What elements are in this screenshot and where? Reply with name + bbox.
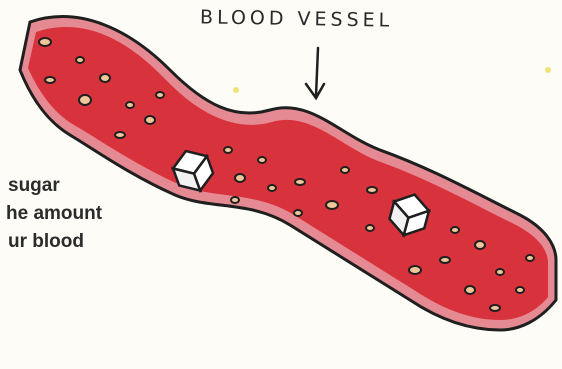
vessel-label: BLOOD VESSEL [200, 6, 394, 31]
background-dot [233, 87, 239, 93]
caption-line-2: he amount [6, 200, 170, 228]
caption-line-3: ur blood [8, 228, 170, 256]
caption: sugar he amount ur blood [0, 172, 170, 256]
caption-line-1: sugar [8, 172, 170, 200]
down-arrow-icon [306, 48, 324, 98]
background-dot [545, 67, 551, 73]
